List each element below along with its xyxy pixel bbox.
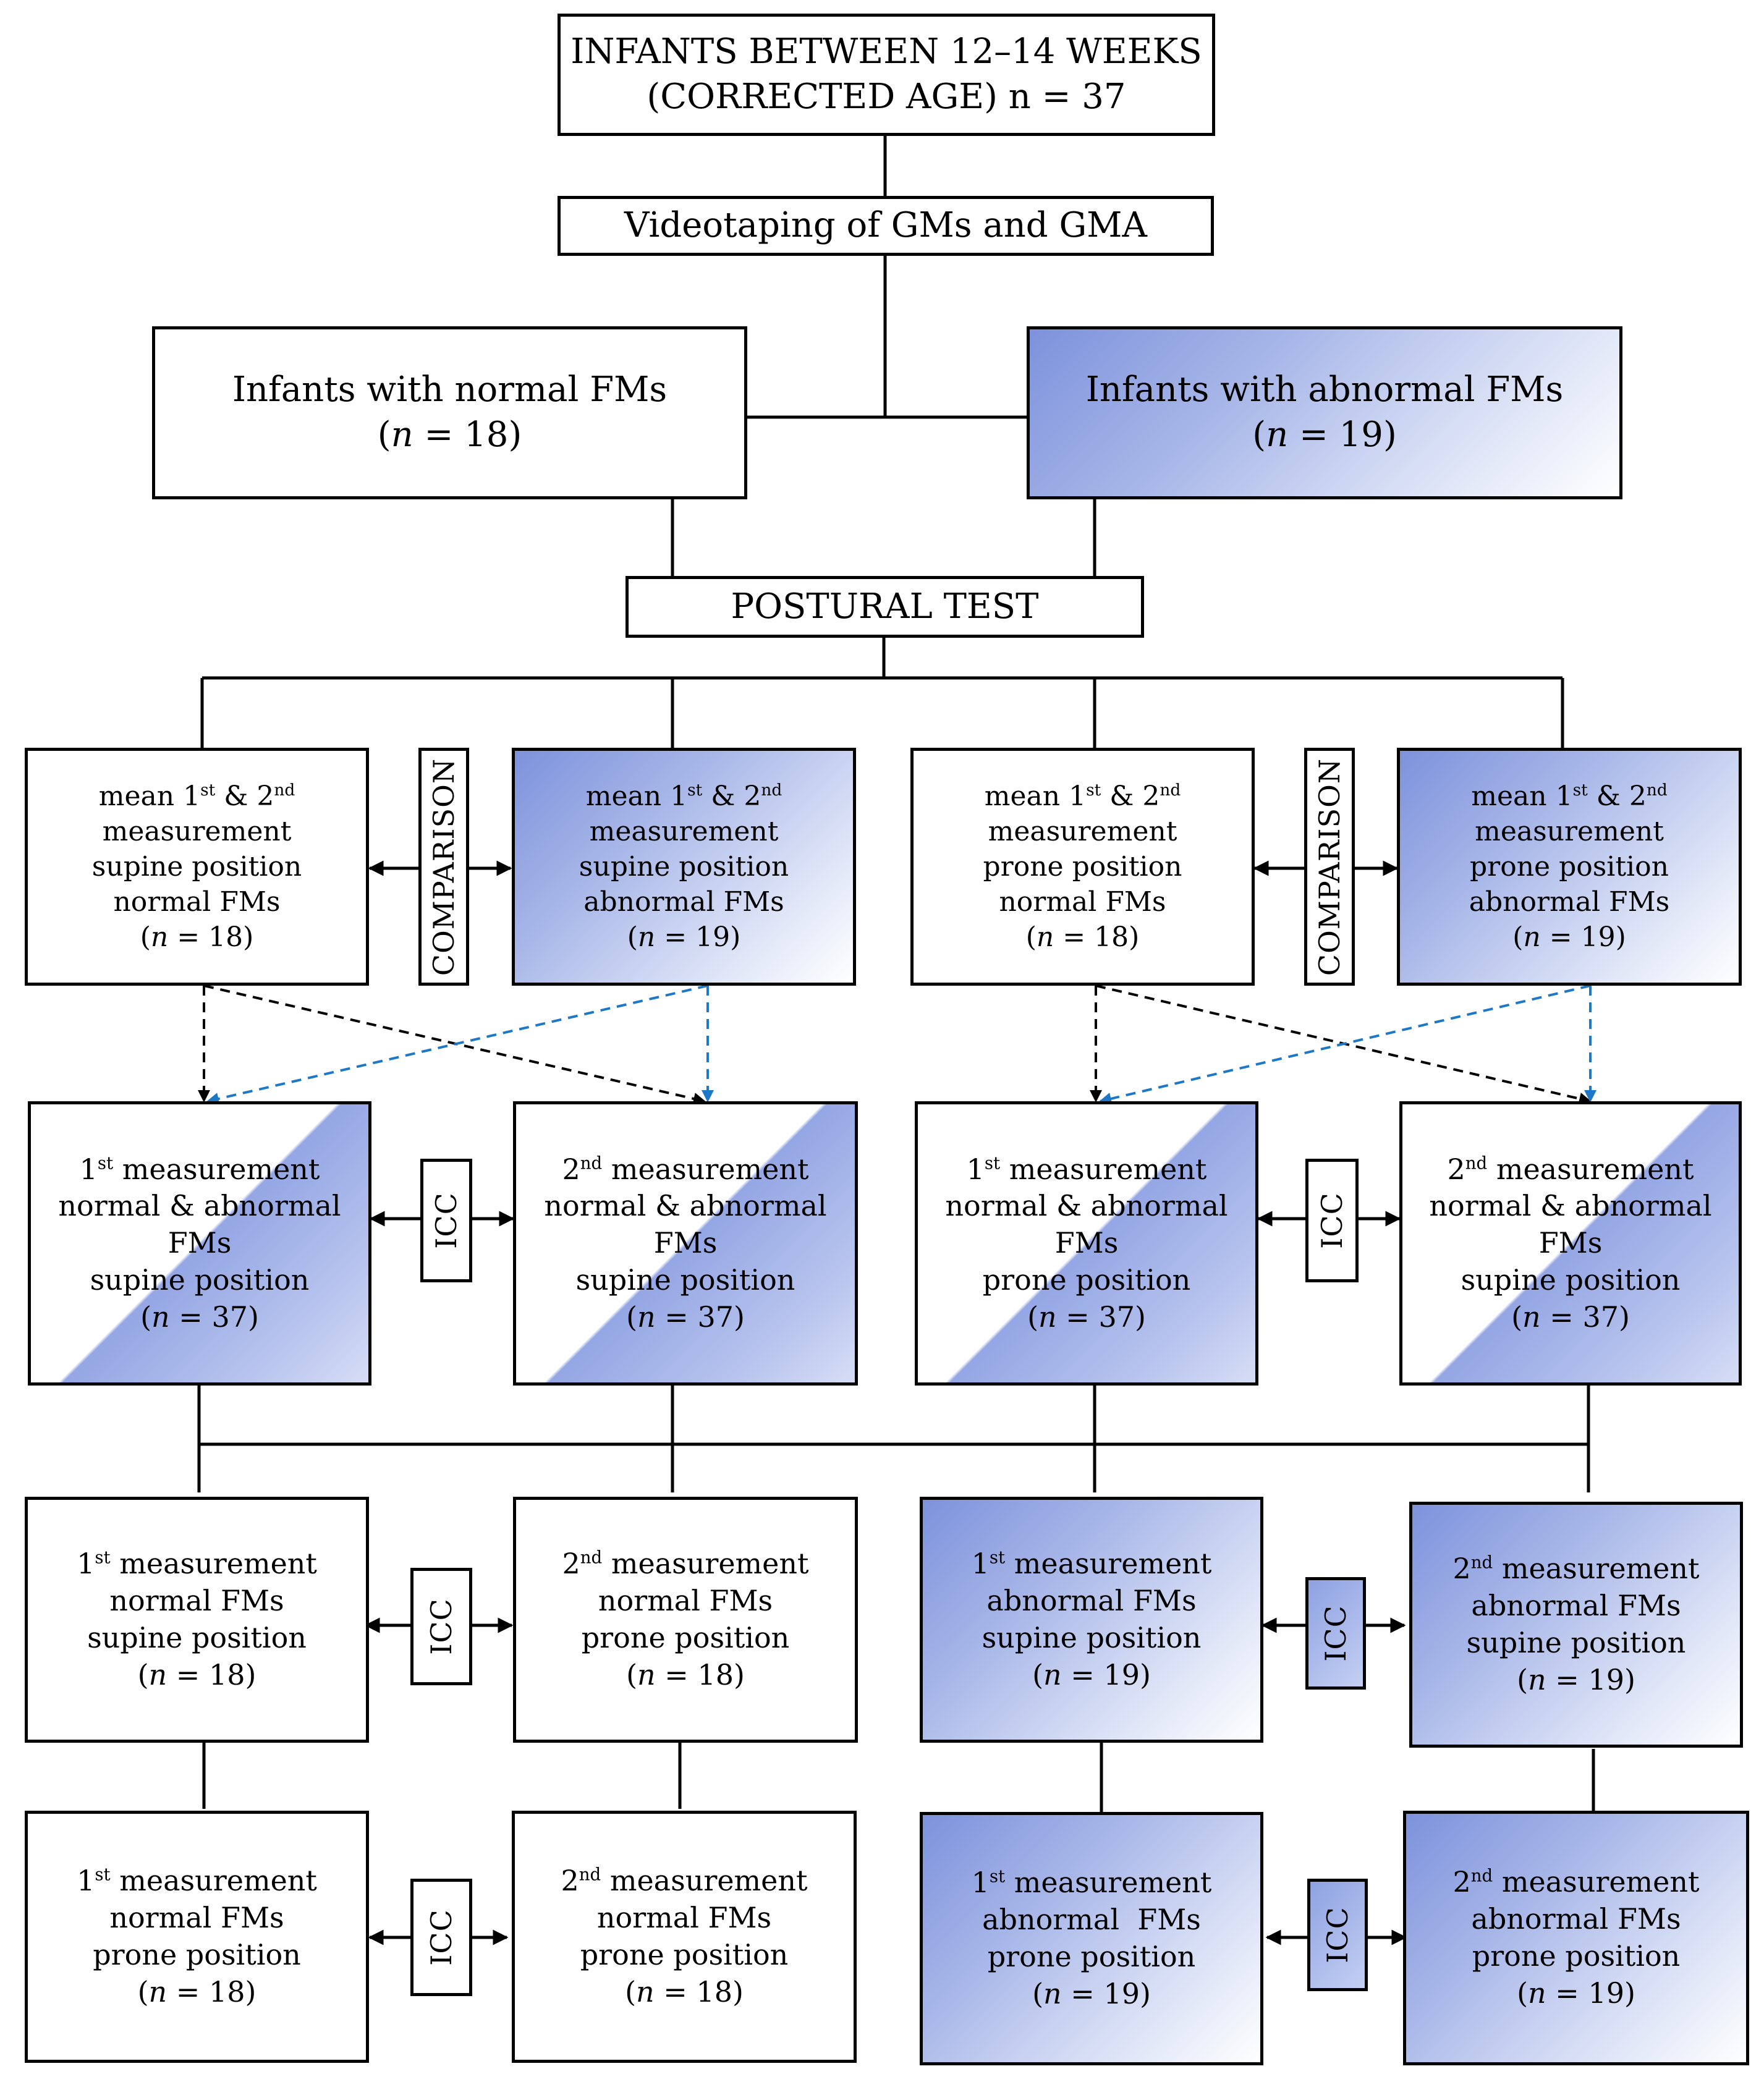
- icc-label: ICC: [410, 1879, 472, 1996]
- n-label: (n = 18): [140, 921, 254, 954]
- mean-supine-normal-box: mean 1st & 2nd measurement supine positi…: [25, 748, 369, 986]
- position-label: supine position: [91, 850, 302, 882]
- comparison-label-left: COMPARISON: [418, 748, 469, 986]
- top-line-2: (CORRECTED AGE) n = 37: [647, 77, 1126, 117]
- second-measurement-abnormal-supine-box: 2nd measurement abnormal FMs supine posi…: [1409, 1502, 1743, 1748]
- group-label: normal FMs: [113, 886, 281, 918]
- abnormal-group-title: Infants with abnormal FMs: [1085, 370, 1564, 410]
- top-line-1: INFANTS BETWEEN 12–14 WEEKS: [570, 32, 1202, 72]
- mean-prone-normal-box: mean 1st & 2nd measurement prone positio…: [910, 748, 1255, 986]
- icc-label: ICC: [420, 1159, 472, 1282]
- second-measurement-normal-prone-box: 2nd measurement normal FMs prone positio…: [513, 1497, 858, 1743]
- videotaping-label: Videotaping of GMs and GMA: [624, 205, 1147, 246]
- dashed-blue-arrows: [206, 984, 1597, 1105]
- abnormal-fms-group-box: Infants with abnormal FMs (n = 19): [1027, 326, 1622, 499]
- second-measurement-supine-all-box-right: 2nd measurement normal & abnormal FMs su…: [1399, 1101, 1742, 1386]
- second-measurement-abnormal-prone-box: 2nd measurement abnormal FMs prone posit…: [1403, 1811, 1749, 2065]
- second-measurement-normal-prone-box-2: 2nd measurement normal FMs prone positio…: [512, 1811, 857, 2063]
- videotaping-box: Videotaping of GMs and GMA: [558, 196, 1214, 256]
- normal-fms-group-box: Infants with normal FMs (n = 18): [152, 326, 747, 499]
- position-label: prone position: [1470, 850, 1669, 882]
- n-label: (n = 18): [1025, 921, 1140, 954]
- icc-label: ICC: [1305, 1577, 1366, 1690]
- abnormal-group-n: (n = 19): [1252, 415, 1397, 455]
- icc-label: ICC: [410, 1568, 472, 1685]
- mean-prone-abnormal-box: mean 1st & 2nd measurement prone positio…: [1397, 748, 1742, 986]
- comparison-label-right: COMPARISON: [1304, 748, 1355, 986]
- mean-supine-abnormal-box: mean 1st & 2nd measurement supine positi…: [512, 748, 856, 986]
- group-label: abnormal FMs: [583, 886, 784, 918]
- second-measurement-supine-all-box: 2nd measurement normal & abnormal FMs su…: [513, 1101, 858, 1386]
- position-label: prone position: [983, 850, 1182, 882]
- first-measurement-abnormal-supine-box: 1st measurement abnormal FMs supine posi…: [920, 1497, 1263, 1743]
- infants-total-box: INFANTS BETWEEN 12–14 WEEKS (CORRECTED A…: [558, 14, 1215, 136]
- n-label: (n = 19): [627, 921, 741, 954]
- group-label: abnormal FMs: [1469, 886, 1670, 918]
- tree-lines: [197, 135, 1595, 1812]
- dashed-black-arrows: [198, 984, 1592, 1105]
- first-measurement-normal-supine-box: 1st measurement normal FMs supine positi…: [25, 1497, 369, 1743]
- normal-group-n: (n = 18): [377, 415, 522, 455]
- position-label: supine position: [579, 850, 789, 882]
- first-measurement-abnormal-prone-box: 1st measurement abnormal FMs prone posit…: [920, 1812, 1263, 2065]
- normal-group-title: Infants with normal FMs: [232, 370, 668, 410]
- first-measurement-supine-all-box: 1st measurement normal & abnormal FMs su…: [28, 1101, 371, 1386]
- first-measurement-prone-all-box: 1st measurement normal & abnormal FMs pr…: [915, 1101, 1258, 1386]
- icc-label: ICC: [1307, 1879, 1368, 1991]
- postural-test-box: POSTURAL TEST: [625, 576, 1144, 638]
- first-measurement-normal-prone-box: 1st measurement normal FMs prone positio…: [25, 1811, 369, 2063]
- postural-test-label: POSTURAL TEST: [731, 586, 1039, 627]
- n-label: (n = 19): [1512, 921, 1626, 954]
- icc-label: ICC: [1305, 1159, 1359, 1282]
- group-label: normal FMs: [999, 886, 1166, 918]
